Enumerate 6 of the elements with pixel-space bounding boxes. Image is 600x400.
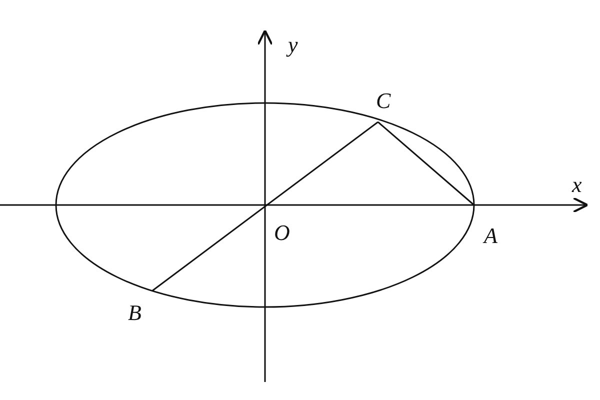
point-label: C: [376, 90, 391, 112]
axis-label: x: [572, 174, 582, 196]
axis-label: y: [288, 34, 298, 56]
point-label: A: [484, 225, 498, 247]
point-label: B: [128, 302, 142, 324]
point-label: O: [274, 222, 290, 244]
